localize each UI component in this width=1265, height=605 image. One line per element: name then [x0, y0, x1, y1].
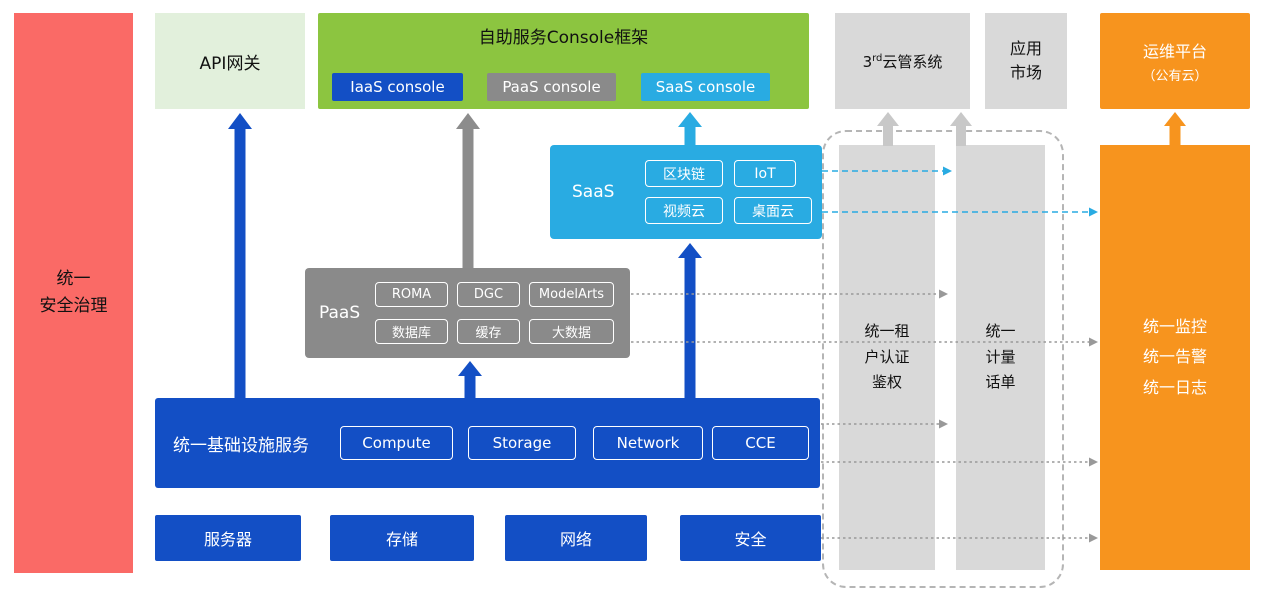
- app-market-box: 应用 市场: [985, 13, 1067, 109]
- monitor-alarm-log-bar: 统一监控 统一告警 统一日志: [1100, 145, 1250, 570]
- security-governance-bar: 统一 安全治理: [14, 13, 133, 573]
- paas-item-roma: ROMA: [375, 282, 448, 307]
- tenant-auth-bar: 统一租 户认证 鉴权: [839, 145, 935, 570]
- resource-network: 网络: [505, 515, 647, 561]
- tenant-auth-label: 统一租 户认证 鉴权: [864, 322, 910, 392]
- paas-item-dgc: DGC: [457, 282, 520, 307]
- alarm-label: 统一告警: [1142, 347, 1207, 367]
- saas-item-blockchain: 区块链: [645, 160, 723, 187]
- console-framework-box: 自助服务Console框架 IaaS console PaaS console …: [318, 13, 809, 109]
- om-platform-title: 运维平台: [1142, 42, 1207, 61]
- paas-item-modelarts: ModelArts: [529, 282, 614, 307]
- common-services-dashed-group: [822, 130, 1064, 588]
- arrow-monitor-to-om-platform: [1164, 112, 1186, 146]
- api-gateway-box: API网关: [155, 13, 305, 109]
- om-platform-box: 运维平台 （公有云）: [1100, 13, 1250, 109]
- infra-item-network: Network: [593, 426, 703, 460]
- arrow-paas-to-console: [456, 113, 480, 268]
- paas-item-database: 数据库: [375, 319, 448, 344]
- paas-item-cache: 缓存: [457, 319, 520, 344]
- paas-item-bigdata: 大数据: [529, 319, 614, 344]
- saas-item-iot: IoT: [734, 160, 796, 187]
- saas-item-video-cloud: 视频云: [645, 197, 723, 224]
- api-gateway-label: API网关: [199, 53, 261, 74]
- iaas-console-chip: IaaS console: [332, 73, 463, 101]
- saas-item-desktop-cloud: 桌面云: [734, 197, 812, 224]
- saas-console-chip: SaaS console: [641, 73, 770, 101]
- metering-label: 统一 计量 话单: [985, 322, 1016, 392]
- resource-storage: 存储: [330, 515, 474, 561]
- paas-console-chip: PaaS console: [487, 73, 616, 101]
- monitor-label: 统一监控: [1142, 316, 1207, 336]
- resource-security: 安全: [680, 515, 821, 561]
- infra-item-storage: Storage: [468, 426, 576, 460]
- resource-server: 服务器: [155, 515, 301, 561]
- infra-item-cce: CCE: [712, 426, 809, 460]
- arrow-infra-to-saas: [678, 243, 702, 398]
- third-party-cloud-label: 3rd云管系统: [862, 52, 943, 71]
- metering-bar: 统一 计量 话单: [956, 145, 1045, 570]
- saas-label: SaaS: [572, 182, 615, 202]
- third-party-cloud-box: 3rd云管系统: [835, 13, 970, 109]
- arrow-infra-to-api-gateway: [228, 113, 252, 398]
- om-platform-subtitle: （公有云）: [1142, 69, 1208, 84]
- app-market-label: 应用 市场: [1009, 39, 1042, 82]
- saas-box: SaaS 区块链 IoT 视频云 桌面云: [550, 145, 822, 239]
- infrastructure-label: 统一基础设施服务: [173, 435, 309, 456]
- console-framework-title: 自助服务Console框架: [478, 28, 649, 48]
- paas-label: PaaS: [319, 303, 361, 323]
- security-governance-label: 统一 安全治理: [39, 268, 108, 316]
- arrow-infra-to-paas: [458, 361, 482, 398]
- infra-item-compute: Compute: [340, 426, 453, 460]
- arrow-saas-to-console: [678, 112, 702, 145]
- infrastructure-box: 统一基础设施服务 Compute Storage Network CCE: [155, 398, 820, 488]
- log-label: 统一日志: [1142, 377, 1207, 397]
- paas-box: PaaS ROMA DGC ModelArts 数据库 缓存 大数据: [305, 268, 630, 358]
